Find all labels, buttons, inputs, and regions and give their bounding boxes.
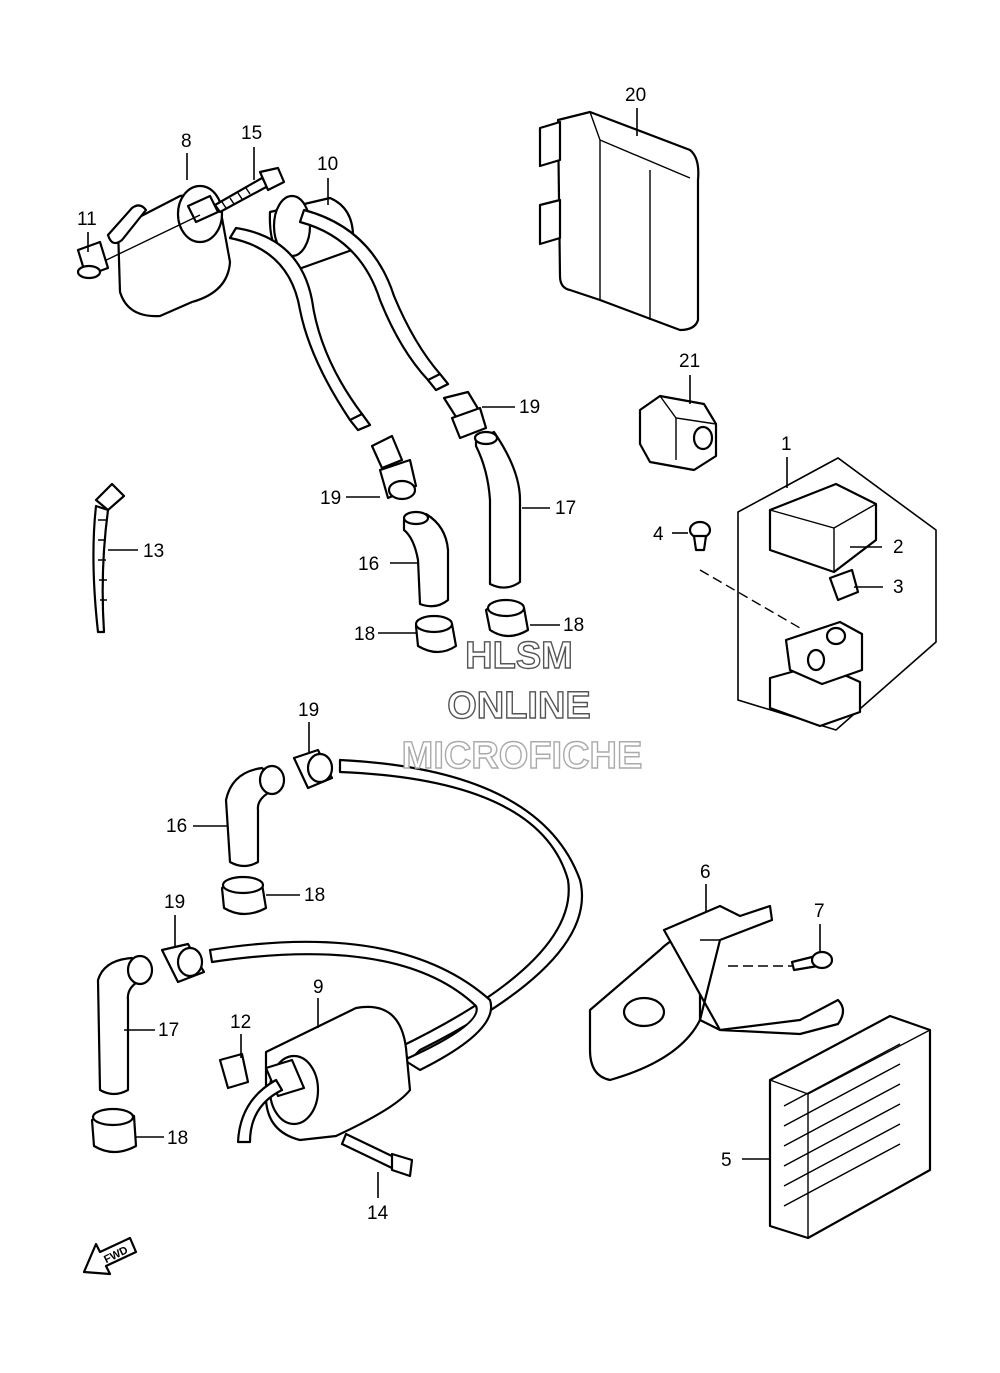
callout-3: 3 (893, 577, 904, 598)
plug-cap-17-bottom (96, 954, 154, 1096)
boot-joint-19-top-right (442, 390, 488, 440)
cap-nut-12 (218, 1052, 250, 1090)
callout-20: 20 (625, 85, 646, 106)
plug-cover-18-top-right (484, 598, 530, 638)
relay-21 (638, 394, 718, 472)
bolt-14 (340, 1132, 414, 1178)
callout-2: 2 (893, 537, 904, 558)
ignition-coil-top (95, 184, 232, 318)
callout-4: 4 (653, 524, 664, 545)
high-tension-leads-top (228, 208, 450, 432)
high-tension-leads-bottom (208, 758, 584, 1072)
callout-labels: 20 21 1 2 3 4 8 15 10 11 19 19 17 16 18 … (77, 85, 904, 1224)
fuse-3 (828, 568, 860, 602)
callout-13: 13 (143, 541, 164, 562)
watermark-line-1: HLSM (465, 635, 573, 677)
callout-16-top: 16 (358, 554, 379, 575)
regulator-rectifier-5 (768, 1014, 932, 1240)
callout-19-bottom: 19 (164, 892, 185, 913)
plug-cap-16-top (402, 510, 450, 608)
callout-9: 9 (313, 977, 324, 998)
bolt-15 (213, 166, 286, 214)
boot-joint-19-bottom (160, 942, 206, 984)
callout-17-bottom: 17 (158, 1020, 179, 1041)
ignition-coil-9 (236, 1005, 412, 1144)
watermark-line-2: ONLINE (447, 685, 591, 727)
callout-18-top-right: 18 (563, 615, 584, 636)
leader-lines (87, 108, 883, 1198)
watermark: HLSM ONLINE MICROFICHE (401, 634, 643, 777)
boot-joint-19-mid (292, 748, 334, 790)
screw-7 (728, 950, 834, 972)
callout-15: 15 (241, 123, 262, 144)
cable-tie-13 (92, 482, 126, 634)
callout-21: 21 (679, 351, 700, 372)
plug-cap-17-top (473, 430, 522, 589)
starter-relay-assembly-1 (699, 457, 937, 731)
regulator-bracket-6 (588, 904, 845, 1082)
callout-19-top-right: 19 (519, 397, 540, 418)
watermark-line-3: MICROFICHE (402, 735, 643, 777)
callout-11: 11 (77, 209, 97, 230)
callout-18-top-left: 18 (354, 624, 375, 645)
callout-12: 12 (230, 1012, 251, 1033)
callout-17-top: 17 (555, 498, 576, 519)
plug-cover-18-bottom (90, 1107, 138, 1154)
starter-relay-body (768, 620, 864, 728)
plug-cover-18-top-left (414, 614, 458, 654)
callout-8: 8 (181, 131, 192, 152)
callout-5: 5 (721, 1150, 732, 1171)
callout-10: 10 (317, 154, 338, 175)
callout-14: 14 (367, 1203, 389, 1224)
plug-cap-16-bottom (224, 764, 286, 868)
boot-joint-19-top-left (370, 434, 418, 501)
screw-4 (688, 520, 712, 552)
callout-1: 1 (781, 434, 792, 455)
callout-7: 7 (814, 901, 825, 922)
callout-19-mid: 19 (298, 700, 319, 721)
callout-18-bottom: 18 (167, 1128, 188, 1149)
relay-cover-2 (768, 482, 878, 574)
cdi-unit-20 (538, 110, 700, 332)
callout-6: 6 (700, 862, 711, 883)
callout-19-top-left: 19 (320, 488, 341, 509)
callout-16-bottom: 16 (166, 816, 187, 837)
fwd-label: FWD (102, 1244, 130, 1266)
cap-nut-11 (76, 240, 110, 280)
fwd-arrow: FWD (82, 1236, 138, 1276)
callout-18-mid: 18 (304, 885, 325, 906)
plug-cover-18-mid (220, 875, 268, 916)
